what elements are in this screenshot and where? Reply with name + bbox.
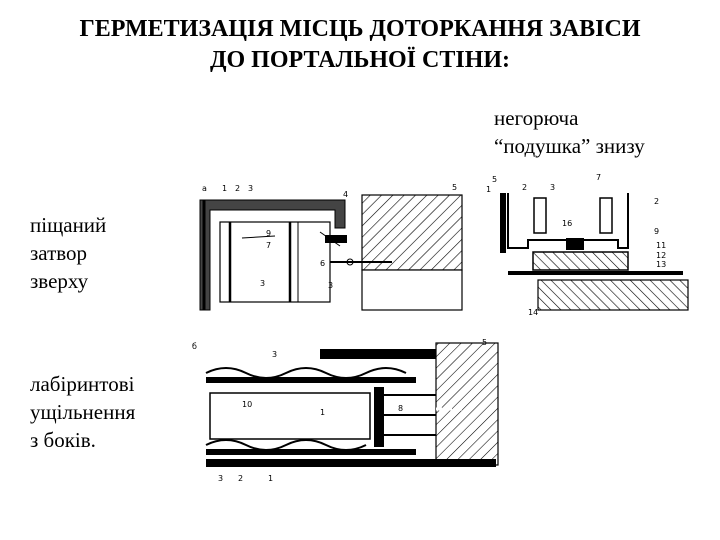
diagram-c-num-5: 5 xyxy=(492,175,497,184)
diagram-b-num-2: 2 xyxy=(238,474,243,483)
diagram-labyrinth-seal: б 3 5 10 1 8 3 2 1 xyxy=(192,338,499,483)
diagram-c-num-1: 1 xyxy=(486,185,491,194)
diagram-c-num-13: 13 xyxy=(656,260,666,269)
title-line-2: ДО ПОРТАЛЬНОЇ СТІНИ: xyxy=(209,47,511,73)
diagram-bottom-cushion: 5 1 2 3 7 2 16 9 11 12 13 14 xyxy=(486,173,689,317)
diagram-c-num-2: 2 xyxy=(522,183,527,192)
diagram-c-num-11: 11 xyxy=(656,241,666,250)
diagram-b-letter: б xyxy=(192,342,197,351)
label-top-line-1: піщаний xyxy=(30,213,107,237)
label-top-line-3: зверху xyxy=(30,269,89,293)
diagram-b-num-8: 8 xyxy=(398,404,403,413)
diagram-b-num-1b: 1 xyxy=(268,474,273,483)
label-sides-line-3: з боків. xyxy=(30,428,96,452)
diagram-b-num-1: 1 xyxy=(320,408,325,417)
label-sides-line-2: ущільнення xyxy=(30,400,136,424)
label-top-sand-seal: піщаний затвор зверху xyxy=(30,211,106,295)
diagram-sand-seal: а 1 2 3 4 5 9 7 6 3 3 xyxy=(199,183,463,311)
diagram-a-num-1: 1 xyxy=(222,184,227,193)
diagram-a-num-3: 3 xyxy=(248,184,253,193)
diagram-a-num-9: 9 xyxy=(266,229,271,238)
diagram-a-num-6: 6 xyxy=(320,259,325,268)
diagram-b-num-3b: 3 xyxy=(218,474,223,483)
diagram-a-num-2: 2 xyxy=(235,184,240,193)
diagram-c-num-9: 9 xyxy=(654,227,659,236)
diagram-c-callouts: 5 1 2 3 7 2 16 9 11 12 13 14 xyxy=(486,173,666,317)
title-line-1: ГЕРМЕТИЗАЦІЯ МІСЦЬ ДОТОРКАННЯ ЗАВІСИ xyxy=(79,16,641,42)
label-top-line-2: затвор xyxy=(30,241,88,265)
diagram-c-num-2b: 2 xyxy=(654,197,659,206)
label-bottom-line-1: негорюча xyxy=(494,106,579,130)
diagram-c-num-7: 7 xyxy=(596,173,601,182)
label-sides-line-1: лабіринтові xyxy=(30,372,135,396)
diagram-a-num-4: 4 xyxy=(343,190,348,199)
slide-title: ГЕРМЕТИЗАЦІЯ МІСЦЬ ДОТОРКАННЯ ЗАВІСИ ДО … xyxy=(0,14,720,76)
diagram-b-num-3: 3 xyxy=(272,350,277,359)
diagram-c-num-3: 3 xyxy=(550,183,555,192)
diagram-a-num-3b: 3 xyxy=(260,279,265,288)
label-bottom-line-2: “подушка” знизу xyxy=(494,134,645,158)
diagram-c-num-16: 16 xyxy=(562,219,572,228)
diagram-c-num-12: 12 xyxy=(656,251,666,260)
diagram-a-letter: а xyxy=(202,184,207,193)
diagram-c-num-14: 14 xyxy=(528,308,538,317)
diagram-a-num-3c: 3 xyxy=(328,281,333,290)
diagram-a-num-5: 5 xyxy=(452,183,457,192)
label-side-labyrinth: лабіринтові ущільнення з боків. xyxy=(30,370,135,454)
diagram-b-callouts: б 3 5 10 1 8 3 2 1 xyxy=(192,338,487,483)
diagram-b-num-5: 5 xyxy=(482,338,487,347)
diagram-a-num-7: 7 xyxy=(266,241,271,250)
diagram-a-callouts: а 1 2 3 4 5 9 7 6 3 3 xyxy=(202,183,457,290)
label-bottom-cushion: негорюча “подушка” знизу xyxy=(494,104,645,160)
diagram-b-num-10: 10 xyxy=(242,400,252,409)
